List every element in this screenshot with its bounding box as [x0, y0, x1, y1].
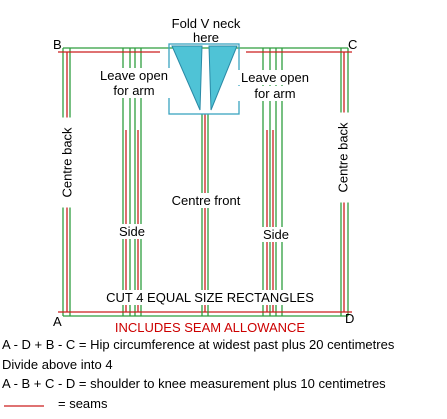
- corner-label-c: C: [348, 37, 358, 52]
- arm-left-line1: Leave open: [98, 68, 170, 83]
- note-hip: A - D + B - C = Hip circumference at wid…: [2, 337, 395, 352]
- fold-label-line1: Fold V neck: [171, 16, 241, 31]
- centre-front-edges: [201, 114, 209, 316]
- fold-label-line2: here: [192, 30, 220, 45]
- corner-label-d: D: [345, 311, 355, 326]
- neck-left-triangle: [171, 45, 203, 111]
- corner-label-a: A: [53, 314, 62, 329]
- seam-allowance-note: INCLUDES SEAM ALLOWANCE: [114, 320, 306, 335]
- side-left-label: Side: [116, 224, 148, 239]
- note-shoulder: A - B + C - D = shoulder to knee measure…: [2, 376, 386, 391]
- legend-seams-text: = seams: [58, 396, 108, 411]
- centre-back-right: Centre back: [335, 112, 351, 203]
- centre-back-left: Centre back: [59, 117, 75, 208]
- arm-left-line2: for arm: [98, 83, 170, 98]
- cut-instruction: CUT 4 EQUAL SIZE RECTANGLES: [95, 290, 325, 305]
- note-divide: Divide above into 4: [2, 357, 113, 372]
- neck-right-triangle: [208, 45, 238, 111]
- centre-front-label: Centre front: [165, 193, 247, 208]
- arm-right-line1: Leave open: [237, 70, 313, 85]
- corner-label-b: B: [53, 37, 62, 52]
- side-right-label: Side: [259, 227, 293, 242]
- arm-right-line2: for arm: [237, 86, 313, 101]
